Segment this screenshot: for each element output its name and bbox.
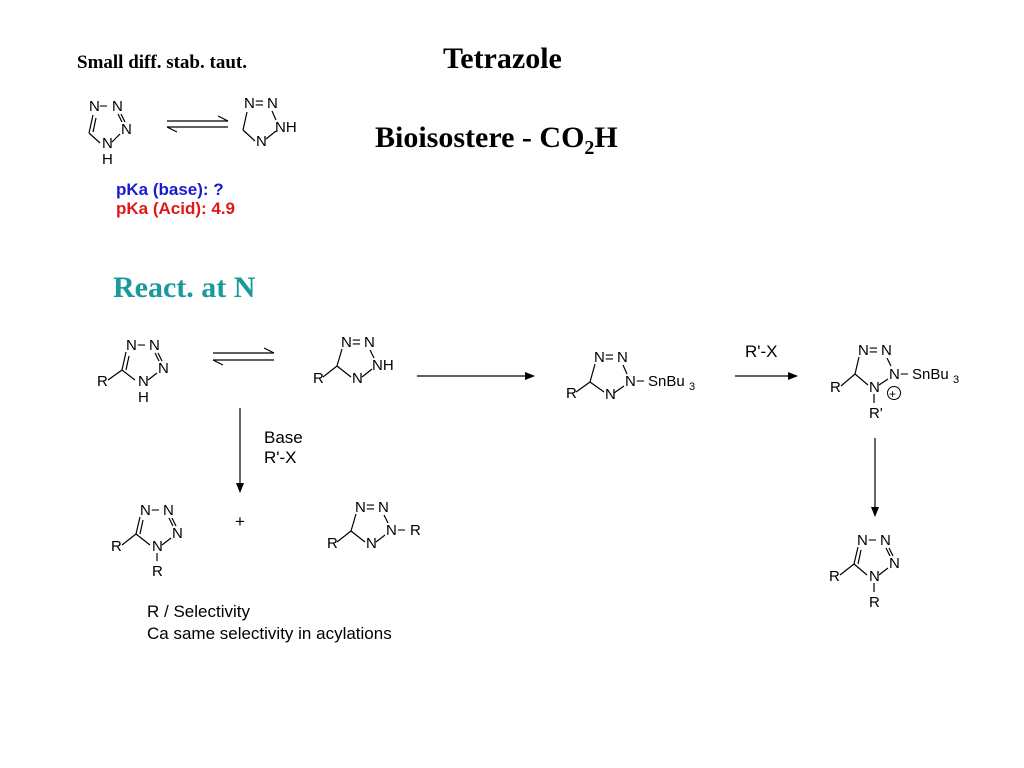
svg-text:N: N xyxy=(625,373,636,390)
svg-text:+: + xyxy=(889,387,896,401)
svg-text:N: N xyxy=(126,337,137,354)
stannyl-tetrazole-structure: R N = N N − SnBu 3 N xyxy=(566,349,695,403)
svg-text:R: R xyxy=(830,379,841,396)
svg-text:N: N xyxy=(138,373,149,390)
svg-text:N: N xyxy=(244,95,255,112)
svg-text:N: N xyxy=(158,360,169,377)
svg-text:N: N xyxy=(152,538,163,555)
base-reagent-label: R'-X xyxy=(264,448,297,467)
alkylation-reagent-label: R'-X xyxy=(745,342,778,361)
svg-text:N: N xyxy=(617,349,628,366)
svg-text:N: N xyxy=(857,532,868,549)
svg-text:N: N xyxy=(256,133,267,150)
svg-text:R: R xyxy=(566,385,577,402)
svg-text:SnBu: SnBu xyxy=(648,373,685,390)
bioisostere-label: Bioisostere - CO2H xyxy=(375,121,618,159)
svg-text:N: N xyxy=(355,499,366,516)
svg-text:N: N xyxy=(121,121,132,138)
svg-text:R: R xyxy=(869,594,880,611)
svg-text:N: N xyxy=(869,568,880,585)
svg-text:N: N xyxy=(881,342,892,359)
tetrazole-1h-structure: N − N N N H xyxy=(88,98,132,168)
svg-text:R: R xyxy=(111,538,122,555)
svg-text:N: N xyxy=(880,532,891,549)
svg-text:N: N xyxy=(112,98,123,115)
svg-text:−: − xyxy=(397,522,406,539)
svg-text:R: R xyxy=(97,373,108,390)
base-label: Base xyxy=(264,428,303,447)
svg-text:−: − xyxy=(636,373,645,390)
svg-text:R: R xyxy=(410,522,421,539)
svg-text:=: = xyxy=(366,499,375,516)
svg-text:N: N xyxy=(386,522,397,539)
n1-alkyl-product-structure: R N − N N N R xyxy=(111,502,183,580)
svg-text:−: − xyxy=(868,532,877,549)
svg-text:R: R xyxy=(313,370,324,387)
pka-base: pKa (base): ? xyxy=(116,180,224,199)
svg-text:N: N xyxy=(149,337,160,354)
svg-text:N: N xyxy=(341,334,352,351)
svg-text:N: N xyxy=(364,334,375,351)
selectivity-note: R / Selectivity xyxy=(147,602,250,621)
tetrazolium-stannyl-structure: R N = N N − SnBu 3 N + R' xyxy=(830,342,959,422)
svg-text:=: = xyxy=(605,349,614,366)
svg-text:H: H xyxy=(102,151,113,168)
svg-text:−: − xyxy=(137,337,146,354)
r-tetrazole-1h-structure: R N − N N N H xyxy=(97,337,169,406)
svg-text:N: N xyxy=(366,535,377,552)
svg-text:3: 3 xyxy=(689,381,695,393)
svg-text:−: − xyxy=(151,502,160,519)
svg-text:N: N xyxy=(267,95,278,112)
svg-text:H: H xyxy=(138,389,149,406)
section-title: React. at N xyxy=(113,271,256,304)
svg-text:N: N xyxy=(163,502,174,519)
svg-text:R: R xyxy=(829,568,840,585)
svg-text:SnBu: SnBu xyxy=(912,366,949,383)
svg-text:=: = xyxy=(352,334,361,351)
svg-text:=: = xyxy=(255,95,264,112)
svg-text:N: N xyxy=(89,98,100,115)
svg-text:=: = xyxy=(869,342,878,359)
svg-text:NH: NH xyxy=(275,119,297,136)
svg-text:N: N xyxy=(858,342,869,359)
n1-alkyl-product-right-structure: R N − N N N R xyxy=(829,532,900,611)
svg-text:R: R xyxy=(327,535,338,552)
tautomer-note: Small diff. stab. taut. xyxy=(77,52,247,73)
plus-sign: + xyxy=(235,512,245,531)
svg-text:NH: NH xyxy=(372,357,394,374)
pka-acid: pKa (Acid): 4.9 xyxy=(116,199,236,218)
svg-text:3: 3 xyxy=(953,374,959,386)
svg-text:N: N xyxy=(889,555,900,572)
acylation-note: Ca same selectivity in acylations xyxy=(147,624,392,643)
svg-text:N: N xyxy=(140,502,151,519)
tetrazole-2h-structure: N = N NH N xyxy=(242,95,297,150)
svg-text:R': R' xyxy=(869,405,883,422)
svg-text:−: − xyxy=(99,98,108,115)
svg-text:R: R xyxy=(152,563,163,580)
svg-text:N: N xyxy=(594,349,605,366)
r-tetrazole-2h-structure: R N = N NH N xyxy=(313,334,394,387)
page-title: Tetrazole xyxy=(443,42,562,75)
svg-text:N: N xyxy=(102,135,113,152)
svg-text:N: N xyxy=(869,379,880,396)
svg-text:N: N xyxy=(172,525,183,542)
svg-text:N: N xyxy=(378,499,389,516)
svg-text:N: N xyxy=(352,370,363,387)
svg-text:N: N xyxy=(889,366,900,383)
n2-alkyl-product-structure: R N = N N − R N xyxy=(327,499,421,552)
svg-text:N: N xyxy=(605,386,616,403)
svg-text:−: − xyxy=(900,366,909,383)
